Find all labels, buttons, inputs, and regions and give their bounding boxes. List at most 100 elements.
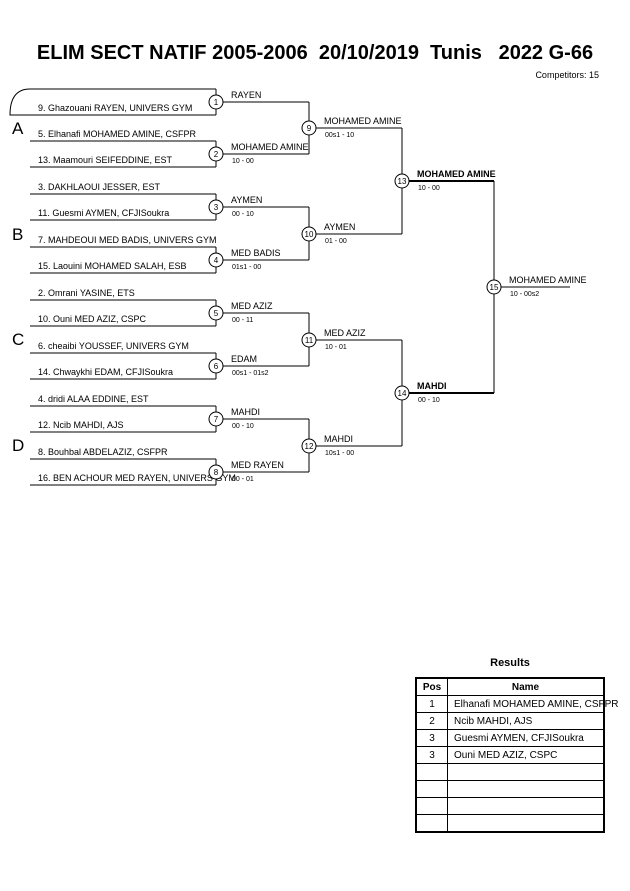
match-winner: MED AZIZ xyxy=(231,301,273,311)
pool-letter: A xyxy=(12,119,24,138)
results-name: Elhanafi MOHAMED AMINE, CSFPR xyxy=(447,695,618,713)
match-score: 00 - 10 xyxy=(232,211,254,218)
results-pos xyxy=(415,797,448,815)
match-winner: MAHDI xyxy=(231,407,260,417)
match-winner: MED BADIS xyxy=(231,248,281,258)
match-number-circle xyxy=(301,226,317,242)
results-pos xyxy=(415,814,448,833)
match-number-circle xyxy=(208,94,224,110)
match-score: 00 - 10 xyxy=(418,397,440,404)
results-name: Guesmi AYMEN, CFJISoukra xyxy=(447,729,605,747)
match-number-circle xyxy=(208,305,224,321)
match-number-circle xyxy=(394,173,410,189)
results-pos: 2 xyxy=(415,712,448,730)
match-number-circle xyxy=(208,146,224,162)
entry-label: 9. Ghazouani RAYEN, UNIVERS GYM xyxy=(38,103,192,113)
results-name xyxy=(447,797,605,815)
match-winner: AYMEN xyxy=(231,195,262,205)
results-pos xyxy=(415,780,448,798)
match-number-circle xyxy=(301,332,317,348)
match-number-circle xyxy=(208,199,224,215)
pool-letter: D xyxy=(12,436,24,455)
results-col-pos: Pos xyxy=(415,677,448,696)
results-name: Ncib MAHDI, AJS xyxy=(447,712,605,730)
entry-label: 5. Elhanafi MOHAMED AMINE, CSFPR xyxy=(38,129,197,139)
results-header-row: Pos Name xyxy=(415,677,605,696)
match-number: 11 xyxy=(305,336,314,345)
results-name xyxy=(447,780,605,798)
match-winner: RAYEN xyxy=(231,90,261,100)
match-number-circle xyxy=(486,279,502,295)
match-score: 00s1 - 10 xyxy=(325,132,354,139)
entry-label: 13. Maamouri SEIFEDDINE, EST xyxy=(38,155,173,165)
match-number: 13 xyxy=(398,177,407,186)
match-winner: MED RAYEN xyxy=(231,460,284,470)
match-score: 00 - 11 xyxy=(232,317,253,324)
results-pos: 3 xyxy=(415,746,448,764)
entry-label: 10. Ouni MED AZIZ, CSPC xyxy=(38,314,147,324)
match-winner: MOHAMED AMINE xyxy=(324,116,402,126)
entry-label: 12. Ncib MAHDI, AJS xyxy=(38,420,124,430)
match-number-circle xyxy=(301,438,317,454)
entry-label: 16. BEN ACHOUR MED RAYEN, UNIVERS GYM xyxy=(38,473,236,483)
match-winner: MOHAMED AMINE xyxy=(231,142,309,152)
match-number-circle xyxy=(208,464,224,480)
match-number: 1 xyxy=(214,98,219,107)
entry-label: 15. Laouini MOHAMED SALAH, ESB xyxy=(38,261,187,271)
match-number-circle xyxy=(301,120,317,136)
match-score: 10 - 00 xyxy=(232,158,254,165)
match-number: 3 xyxy=(214,203,219,212)
results-row xyxy=(415,797,605,815)
bye-connector xyxy=(9,88,31,116)
entry-label: 4. dridi ALAA EDDINE, EST xyxy=(38,394,149,404)
results-row xyxy=(415,763,605,781)
match-number: 14 xyxy=(398,389,407,398)
match-number: 2 xyxy=(214,150,219,159)
match-number-circle xyxy=(394,385,410,401)
competitors-count: Competitors: 15 xyxy=(535,70,599,80)
match-winner: EDAM xyxy=(231,354,257,364)
match-number: 15 xyxy=(490,283,499,292)
match-score: 10 - 00 xyxy=(418,185,440,192)
match-number-circle xyxy=(208,252,224,268)
match-winner: MOHAMED AMINE xyxy=(417,169,496,179)
match-number: 8 xyxy=(214,468,219,477)
match-winner: MAHDI xyxy=(324,434,353,444)
entry-label: 8. Bouhbal ABDELAZIZ, CSFPR xyxy=(38,447,168,457)
results-pos: 1 xyxy=(415,695,448,713)
results-title: Results xyxy=(490,657,530,669)
pool-letter: C xyxy=(12,330,24,349)
match-score: 10 - 00s2 xyxy=(510,291,539,298)
tournament-bracket: 9. Ghazouani RAYEN, UNIVERS GYM 5. Elhana… xyxy=(9,88,587,486)
entry-label: 14. Chwaykhi EDAM, CFJISoukra xyxy=(38,367,173,377)
results-name xyxy=(447,814,605,833)
pool-letter: B xyxy=(12,225,23,244)
match-score: 00s1 - 01s2 xyxy=(232,370,269,377)
match-number: 12 xyxy=(305,442,314,451)
results-row xyxy=(415,780,605,798)
match-number: 4 xyxy=(214,256,219,265)
entry-label: 7. MAHDEOUI MED BADIS, UNIVERS GYM xyxy=(38,235,217,245)
results-name xyxy=(447,763,605,781)
match-number: 9 xyxy=(307,124,312,133)
match-number: 6 xyxy=(214,362,219,371)
match-score: 00 - 10 xyxy=(232,423,254,430)
match-score: 10s1 - 00 xyxy=(325,450,354,457)
match-score: 01s1 - 00 xyxy=(232,264,261,271)
match-winner: MED AZIZ xyxy=(324,328,366,338)
competitors-value: 15 xyxy=(588,70,599,80)
results-pos: 3 xyxy=(415,729,448,747)
match-winner: AYMEN xyxy=(324,222,355,232)
entry-label: 11. Guesmi AYMEN, CFJISoukra xyxy=(38,208,169,218)
match-number: 10 xyxy=(305,230,314,239)
entry-label: 6. cheaibi YOUSSEF, UNIVERS GYM xyxy=(38,341,189,351)
entry-label: 3. DAKHLAOUI JESSER, EST xyxy=(38,182,161,192)
match-winner: MAHDI xyxy=(417,381,447,391)
entry-label: 2. Omrani YASINE, ETS xyxy=(38,288,135,298)
results-name: Ouni MED AZIZ, CSPC xyxy=(447,746,605,764)
match-score: 01 - 00 xyxy=(325,238,347,245)
